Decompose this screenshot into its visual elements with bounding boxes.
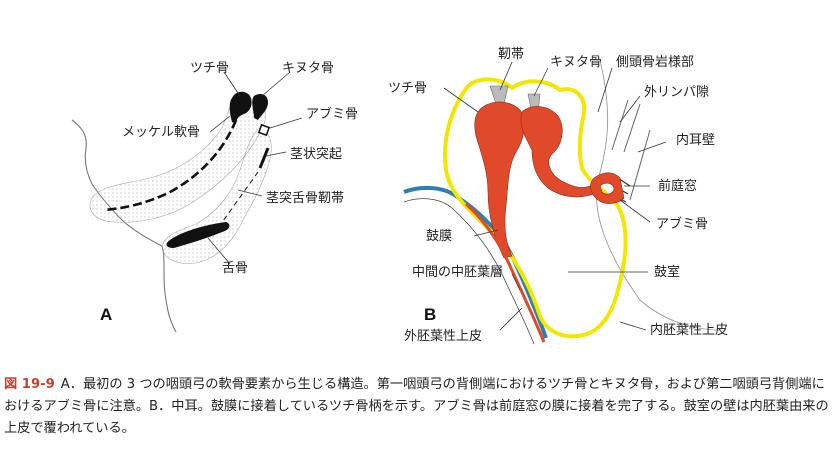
styloid-process: [258, 147, 270, 169]
figure: ツチ骨 キヌタ骨 アブミ骨 メッケル軟骨 茎状突起 茎突舌骨靭帯 舌骨 A: [71, 47, 728, 345]
label-b-petrous: 側頭骨岩様部: [616, 55, 694, 70]
malleus-b: [474, 101, 525, 259]
ectoderm-outer-line: [403, 198, 535, 345]
label-b-ligament: 靭帯: [498, 47, 524, 62]
label-b-stapes: アブミ骨: [656, 216, 708, 232]
panel-a: ツチ骨 キヌタ骨 アブミ骨 メッケル軟骨 茎状突起 茎突舌骨靭帯 舌骨 A: [71, 61, 358, 333]
panel-b: 靭帯 キヌタ骨 ツチ骨 側頭骨岩様部 外リンパ隙 内耳壁 前庭窓 アブミ骨 鼓膜…: [388, 47, 728, 345]
stapes-b: [590, 172, 625, 204]
label-a-incus: キヌタ骨: [282, 61, 334, 76]
caption-text: A．最初の 3 つの咽頭弓の軟骨要素から生じる構造。第一咽頭弓の背側端におけるツ…: [4, 377, 829, 436]
label-b-tympanic-cavity: 鼓室: [654, 264, 680, 280]
second-arch-region: [161, 127, 272, 264]
label-a-hyoid: 舌骨: [222, 261, 248, 276]
label-b-inner-wall: 内耳壁: [676, 132, 715, 148]
label-b-incus: キヌタ骨: [550, 55, 602, 70]
eardrum-membrane: [464, 202, 546, 343]
stylohyoid-ligament: [217, 171, 259, 229]
label-b-ectoderm: 外胚葉性上皮: [404, 329, 482, 344]
inner-wall-lines: [611, 99, 651, 201]
label-a-stapes: アブミ骨: [306, 106, 358, 122]
label-a-malleus: ツチ骨: [190, 61, 229, 76]
label-b-malleus: ツチ骨: [388, 81, 427, 96]
endoderm-outline: [443, 77, 628, 339]
panel-a-letter: A: [100, 305, 112, 324]
petrous-outline: [596, 59, 721, 331]
label-b-perilymph: 外リンパ隙: [644, 85, 709, 100]
malleus-a: [229, 91, 252, 124]
hyoid: [166, 222, 230, 248]
panel-b-letter: B: [424, 305, 436, 324]
label-b-oval-window: 前庭窓: [658, 178, 697, 194]
malleus-ligament: [489, 85, 509, 105]
label-b-endoderm: 内胚葉性上皮: [650, 322, 728, 338]
label-b-eardrum: 鼓膜: [426, 229, 452, 244]
incus-b: [520, 106, 599, 198]
label-a-styloid: 茎状突起: [290, 146, 342, 162]
meckel-cartilage: [103, 119, 238, 212]
label-a-stylohyoid: 茎突舌骨靭帯: [266, 190, 344, 206]
figure-number: 図 19-9: [4, 377, 55, 392]
stapes-a: [257, 123, 271, 137]
label-a-meckel: メッケル軟骨: [122, 124, 200, 140]
incus-a: [252, 94, 268, 120]
label-b-mesoderm: 中間の中胚葉層: [412, 265, 503, 280]
face-profile: [71, 119, 177, 333]
